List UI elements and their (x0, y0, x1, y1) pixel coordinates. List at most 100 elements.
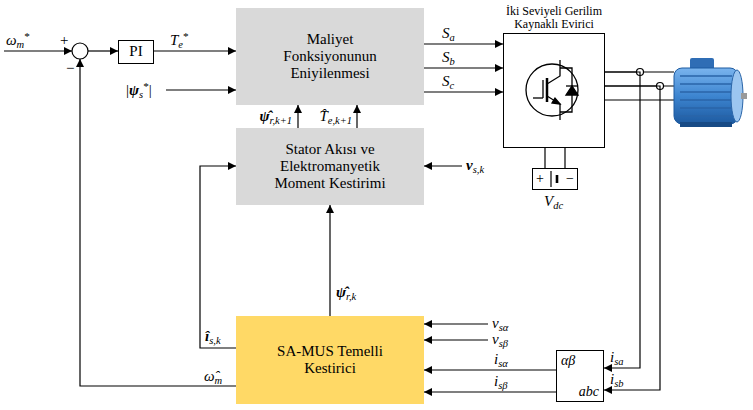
text-part: sα (498, 358, 508, 369)
text-part: ψ (129, 82, 139, 98)
connector (424, 91, 503, 92)
text-part: ψ̂ (259, 108, 269, 124)
signal-label: Vdc (544, 193, 563, 212)
process-box: Stator Akısı ve Elektromanyetik Moment K… (236, 128, 424, 205)
text-part: i (494, 351, 498, 367)
signal-wire (424, 165, 462, 166)
text-part: sa (614, 356, 623, 367)
text-part: * (24, 30, 30, 42)
connector (154, 50, 236, 51)
polarity-sign: + (536, 172, 544, 186)
motor-illustration (680, 122, 732, 127)
transform-diagonal (556, 350, 604, 402)
text-part: i (610, 349, 614, 365)
edge-label: ψ̂r,k+1 (259, 108, 292, 127)
node-text: SA-MUS Temelli Kestirici (271, 343, 389, 378)
igbt-symbol (526, 64, 578, 116)
text-part: S (442, 73, 450, 89)
text-part: sα (499, 322, 509, 333)
text-part: S (442, 49, 450, 65)
process-box: Maliyet Fonksiyonunun Eniyilenmesi (236, 8, 424, 105)
edge-label: Sb (442, 49, 455, 68)
text-part: e (178, 39, 183, 50)
text-part: T̂ (319, 108, 327, 124)
text-part: e,k+1 (328, 115, 352, 126)
battery-plates (550, 171, 551, 187)
text-part: abc (579, 384, 599, 399)
igbt-symbol (546, 78, 549, 102)
node-text: PI (129, 43, 142, 60)
text-part: m (215, 375, 223, 386)
connector (424, 369, 556, 370)
igbt-symbol (542, 80, 543, 98)
node-text: Maliyet Fonksiyonunun Eniyilenmesi (274, 31, 386, 83)
connector (544, 148, 545, 168)
igbt-symbol (552, 98, 560, 104)
text-part: v (466, 157, 473, 173)
edge-label: T̂e,k+1 (319, 108, 352, 127)
motor-illustration (674, 58, 747, 127)
signal-label: ωm* (6, 30, 30, 51)
frame-name: abc (579, 384, 599, 399)
inverter-box: İki Seviyeli Gerilim Kaynaklı Evirici (503, 33, 605, 148)
text-part: s,k (209, 335, 220, 346)
text-part: ω̂ (204, 368, 215, 384)
text-part: sb (614, 378, 623, 389)
connector (424, 391, 556, 392)
text-part: i (610, 371, 614, 387)
connector (200, 166, 236, 348)
text-part: a (450, 32, 455, 43)
text-part: sβ (498, 380, 507, 391)
igbt-symbol (566, 86, 578, 95)
signal-label: vsβ (492, 331, 508, 350)
edge-label: Sc (442, 73, 454, 92)
text-part: i (494, 373, 498, 389)
edge-label: isa (610, 349, 624, 368)
igbt-symbol (547, 96, 560, 120)
battery-plates (551, 171, 557, 187)
transform-diagonal (556, 350, 604, 402)
edge-label: isα (494, 351, 508, 370)
text-part: sβ (499, 338, 508, 349)
text-part: αβ (561, 353, 575, 368)
text-part: V (544, 193, 553, 209)
dc-source-box: +− (532, 168, 578, 190)
igbt-symbol (533, 97, 543, 98)
controller-box: PI (118, 40, 154, 64)
motor-illustration (680, 76, 732, 116)
inverter-heading: İki Seviyeli Gerilim Kaynaklı Evirici (492, 5, 617, 31)
connector (604, 72, 640, 368)
connector (297, 105, 298, 128)
text-part: T (170, 32, 178, 48)
text-part: * (143, 80, 149, 92)
motor-illustration (680, 107, 732, 108)
signal-label: + (60, 32, 68, 49)
motor-illustration (680, 75, 732, 76)
text-part: | (126, 82, 129, 98)
signal-label: − (66, 60, 74, 77)
edge-label: isb (610, 371, 624, 390)
igbt-symbol (547, 60, 560, 84)
edge-label: ψ̂r,k (336, 284, 356, 303)
text-part: * (183, 30, 189, 42)
text-part: s,k (473, 164, 484, 175)
connector (604, 86, 660, 390)
connector (564, 148, 565, 168)
signal-label: ω̂m (204, 368, 222, 387)
text-part: b (450, 56, 455, 67)
signal-wire (424, 339, 488, 340)
edge-label: isβ (494, 373, 508, 392)
text-part: v (492, 315, 499, 331)
igbt-symbol (566, 85, 578, 86)
signal-label: |ψs*| (126, 80, 152, 101)
igbt-symbol (526, 60, 578, 120)
summing-junction (72, 43, 88, 59)
estimator-box: SA-MUS Temelli Kestirici (236, 316, 424, 404)
text-part: r,k (346, 291, 356, 302)
signal-wire (4, 50, 72, 51)
signal-wire (80, 59, 236, 386)
motor-illustration (674, 68, 738, 124)
text-part: dc (553, 200, 563, 211)
text-part: ω (6, 32, 17, 48)
